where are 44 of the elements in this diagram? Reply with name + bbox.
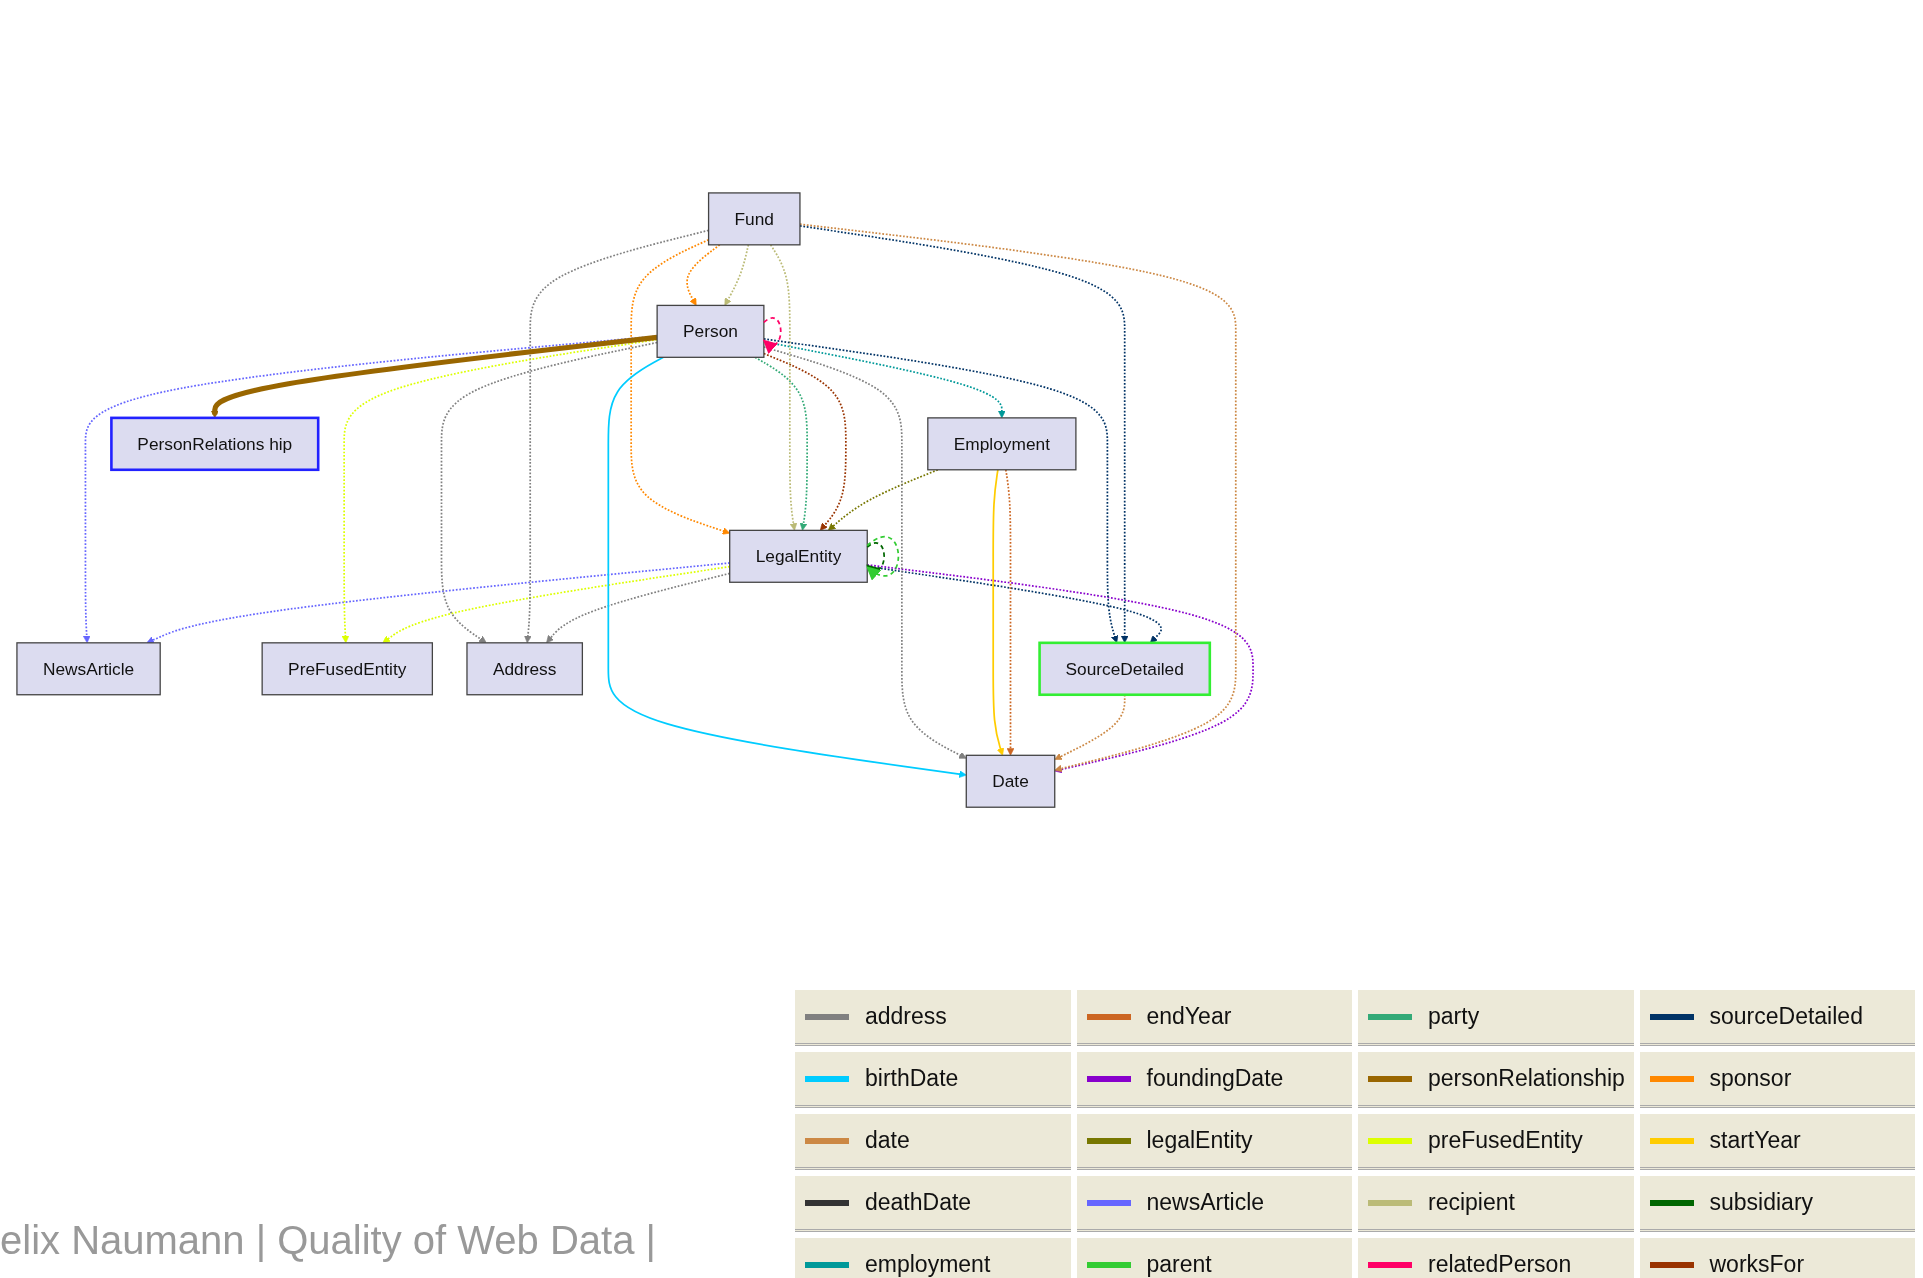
node-box: NewsArticle <box>16 642 161 696</box>
node-box: Address <box>466 642 583 696</box>
legend-label: party <box>1428 1003 1480 1030</box>
legend-label: foundingDate <box>1146 1065 1284 1092</box>
legend-label: endYear <box>1146 1003 1232 1030</box>
legend-label: recipient <box>1428 1189 1515 1216</box>
arrow <box>763 352 847 531</box>
arrow <box>763 346 967 759</box>
legend-label: startYear <box>1709 1127 1801 1154</box>
legend-label: relatedPerson <box>1428 1251 1572 1278</box>
node-box: PreFusedEntity <box>261 642 433 696</box>
node-box: PersonRelations hip <box>110 416 320 471</box>
self-loop-arrow <box>762 317 782 354</box>
node-box: Employment <box>927 417 1077 471</box>
legend-label: date <box>865 1127 910 1154</box>
node-box: LegalEntity <box>729 529 868 583</box>
arrow <box>607 356 967 778</box>
arrow <box>754 356 808 531</box>
arrow <box>82 335 658 644</box>
legend-label: address <box>865 1003 947 1030</box>
footer-text: elix Naumann | Quality of Web Data | <box>0 1218 656 1262</box>
arrow <box>686 243 721 306</box>
arrow <box>828 468 939 531</box>
legend-label: newsArticle <box>1146 1189 1265 1216</box>
self-loop-arrow <box>866 535 900 580</box>
node-box: Person <box>656 304 765 358</box>
legend-label: personRelationship <box>1428 1065 1625 1092</box>
node-box: Date <box>965 754 1056 808</box>
legend-label: legalEntity <box>1146 1127 1253 1154</box>
legend-label: subsidiary <box>1709 1189 1814 1216</box>
arrow <box>1005 468 1015 756</box>
node-box: SourceDetailed <box>1038 641 1212 696</box>
arrow <box>769 243 798 531</box>
legend-label: sourceDetailed <box>1709 1003 1863 1030</box>
legend-label: deathDate <box>865 1189 972 1216</box>
legend-label: preFusedEntity <box>1428 1127 1583 1154</box>
node-box: Fund <box>707 192 801 246</box>
arrow <box>724 243 750 306</box>
legend-label: employment <box>865 1251 991 1278</box>
arrow <box>992 468 1005 756</box>
legend-label: parent <box>1146 1251 1212 1278</box>
legend-label: worksFor <box>1709 1251 1805 1278</box>
legend-label: birthDate <box>865 1065 959 1092</box>
legend-label: sponsor <box>1709 1065 1792 1092</box>
